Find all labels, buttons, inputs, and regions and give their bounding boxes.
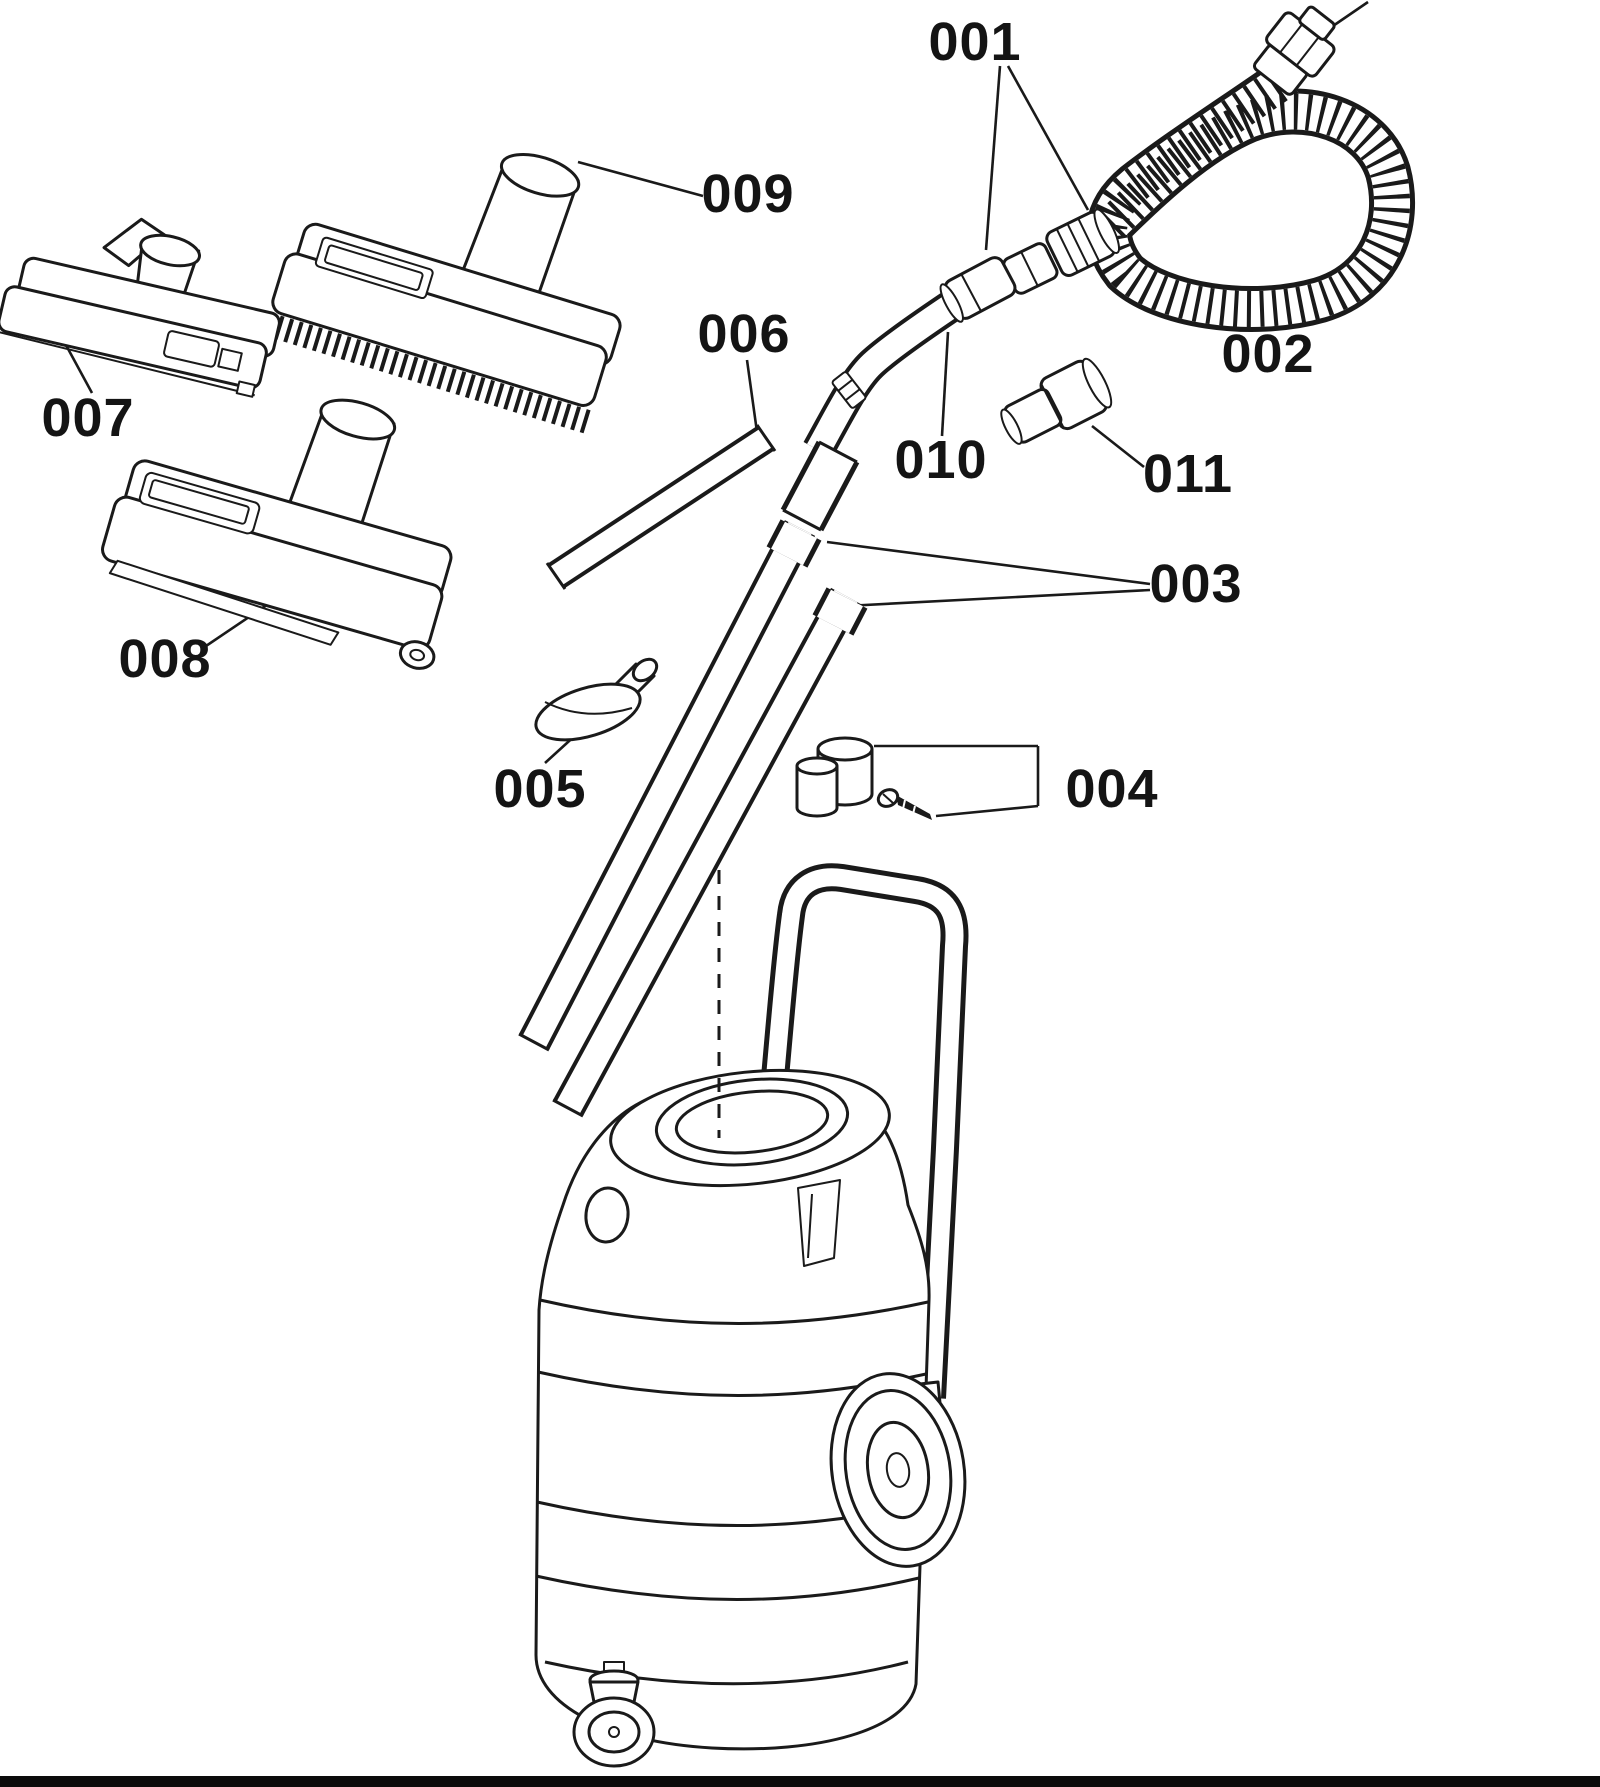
bottom-bar	[0, 1776, 1600, 1787]
bracket-line-004	[874, 744, 1040, 818]
canister-vacuum-body	[534, 863, 969, 1768]
wand-1-collar-core	[771, 521, 817, 566]
nozzle-recess-inner	[324, 244, 424, 291]
part-003-extension-wands: 003	[518, 519, 1242, 1118]
nozzle-front-face	[101, 495, 444, 651]
part-001-hose-connectors: 001	[928, 0, 1369, 323]
part-002-hose: 002	[1081, 59, 1416, 384]
nozzle-recess	[138, 471, 261, 535]
nozzle-roller-hub	[409, 648, 426, 662]
screw-thread-1	[902, 799, 906, 810]
tank-port	[584, 1186, 630, 1244]
part-010-bent-wand: 010	[780, 286, 987, 532]
tank-band-1	[539, 1298, 929, 1325]
part-label-009: 009	[701, 164, 794, 224]
tool-detail-panel	[163, 330, 220, 368]
screw-thread-2	[912, 805, 916, 815]
tank-latch	[797, 1179, 841, 1267]
front-caster	[572, 1661, 656, 1768]
part-label-007: 007	[41, 388, 134, 448]
part-004-cord-clip-screw: 004	[795, 736, 1158, 820]
part-label-011: 011	[1143, 444, 1233, 504]
part-006-extension-tube: 006	[545, 304, 790, 590]
nozzle-foot-line	[544, 701, 633, 715]
leader-line-006	[745, 359, 759, 433]
part-label-005: 005	[493, 759, 586, 819]
tank-latch-line	[807, 1193, 813, 1259]
caster-wheel	[572, 1696, 656, 1768]
trolley-handle-core	[763, 868, 964, 1399]
part-009-brush-nozzle: 009	[271, 153, 794, 435]
tool-base-edge	[0, 331, 255, 397]
part-005-utility-nozzle: 005	[493, 657, 659, 819]
wand-2-cap	[552, 1098, 584, 1118]
nozzle-recess-inner	[148, 479, 250, 525]
tank-opening-inner	[674, 1089, 830, 1155]
rear-wheel	[829, 1372, 967, 1568]
tool-foot	[235, 380, 256, 398]
tube-cap-bottom	[545, 562, 567, 590]
nozzle-recess	[314, 236, 434, 300]
hose-end-connector	[1252, 5, 1336, 96]
nozzle-neck-opening	[319, 398, 397, 441]
leader-line-001-b	[1006, 65, 1090, 211]
wand-sleeve-core	[785, 443, 855, 529]
bristles	[273, 315, 595, 435]
leader-line-003-a	[826, 540, 1151, 586]
caster-wheel-inner	[587, 1710, 641, 1754]
wand-2-collar-core	[817, 589, 863, 634]
part-label-006: 006	[697, 304, 790, 364]
nozzle-foot	[534, 682, 642, 742]
part-008-floor-nozzle: 008	[101, 398, 453, 689]
sleeve-cap-top	[818, 440, 858, 464]
clip-top-ring	[816, 736, 874, 762]
wand-1-core	[522, 522, 812, 1048]
wand-connector	[939, 256, 1017, 323]
part-011-adapter: 011	[1000, 357, 1233, 504]
part-007-nozzle-tool: 007	[0, 217, 281, 448]
part-label-002: 002	[1221, 324, 1314, 384]
adapter-body	[1000, 357, 1113, 445]
screw-slot	[882, 793, 894, 804]
leader-line-003-b	[845, 588, 1151, 608]
wand-2-core	[556, 589, 858, 1115]
tube-core	[549, 428, 773, 586]
nozzle-opening	[631, 657, 659, 683]
tool-neck-opening	[139, 233, 201, 268]
part-label-003: 003	[1149, 554, 1242, 614]
leader-line-010	[940, 331, 950, 437]
hose-coupling	[1002, 208, 1120, 295]
tool-detail-button	[217, 347, 243, 372]
tube-cap-top	[755, 424, 777, 452]
hose-core	[1085, 63, 1411, 327]
sleeve-cap-bottom	[782, 508, 822, 532]
part-label-010: 010	[894, 430, 987, 490]
clip-front-arc	[795, 807, 839, 818]
leader-line-001-c	[1329, 0, 1369, 30]
bent-wand-core	[807, 289, 967, 457]
leader-line-001-a	[984, 65, 1002, 251]
tank-band-4	[535, 1574, 920, 1601]
wand-latch	[831, 371, 867, 409]
part-label-008: 008	[118, 629, 211, 689]
leader-line-011	[1091, 424, 1145, 469]
nozzle-bottom-plate	[108, 559, 340, 646]
nozzle-front-face	[271, 252, 608, 407]
leader-line-009	[577, 160, 704, 198]
part-label-001: 001	[928, 12, 1021, 72]
part-label-004: 004	[1065, 759, 1158, 819]
nozzle-roller	[398, 640, 436, 670]
wand-1-cap	[518, 1032, 550, 1052]
nozzle-neck-opening	[499, 153, 581, 198]
caster-hub	[608, 1726, 620, 1738]
clip-front-ring	[795, 756, 839, 776]
